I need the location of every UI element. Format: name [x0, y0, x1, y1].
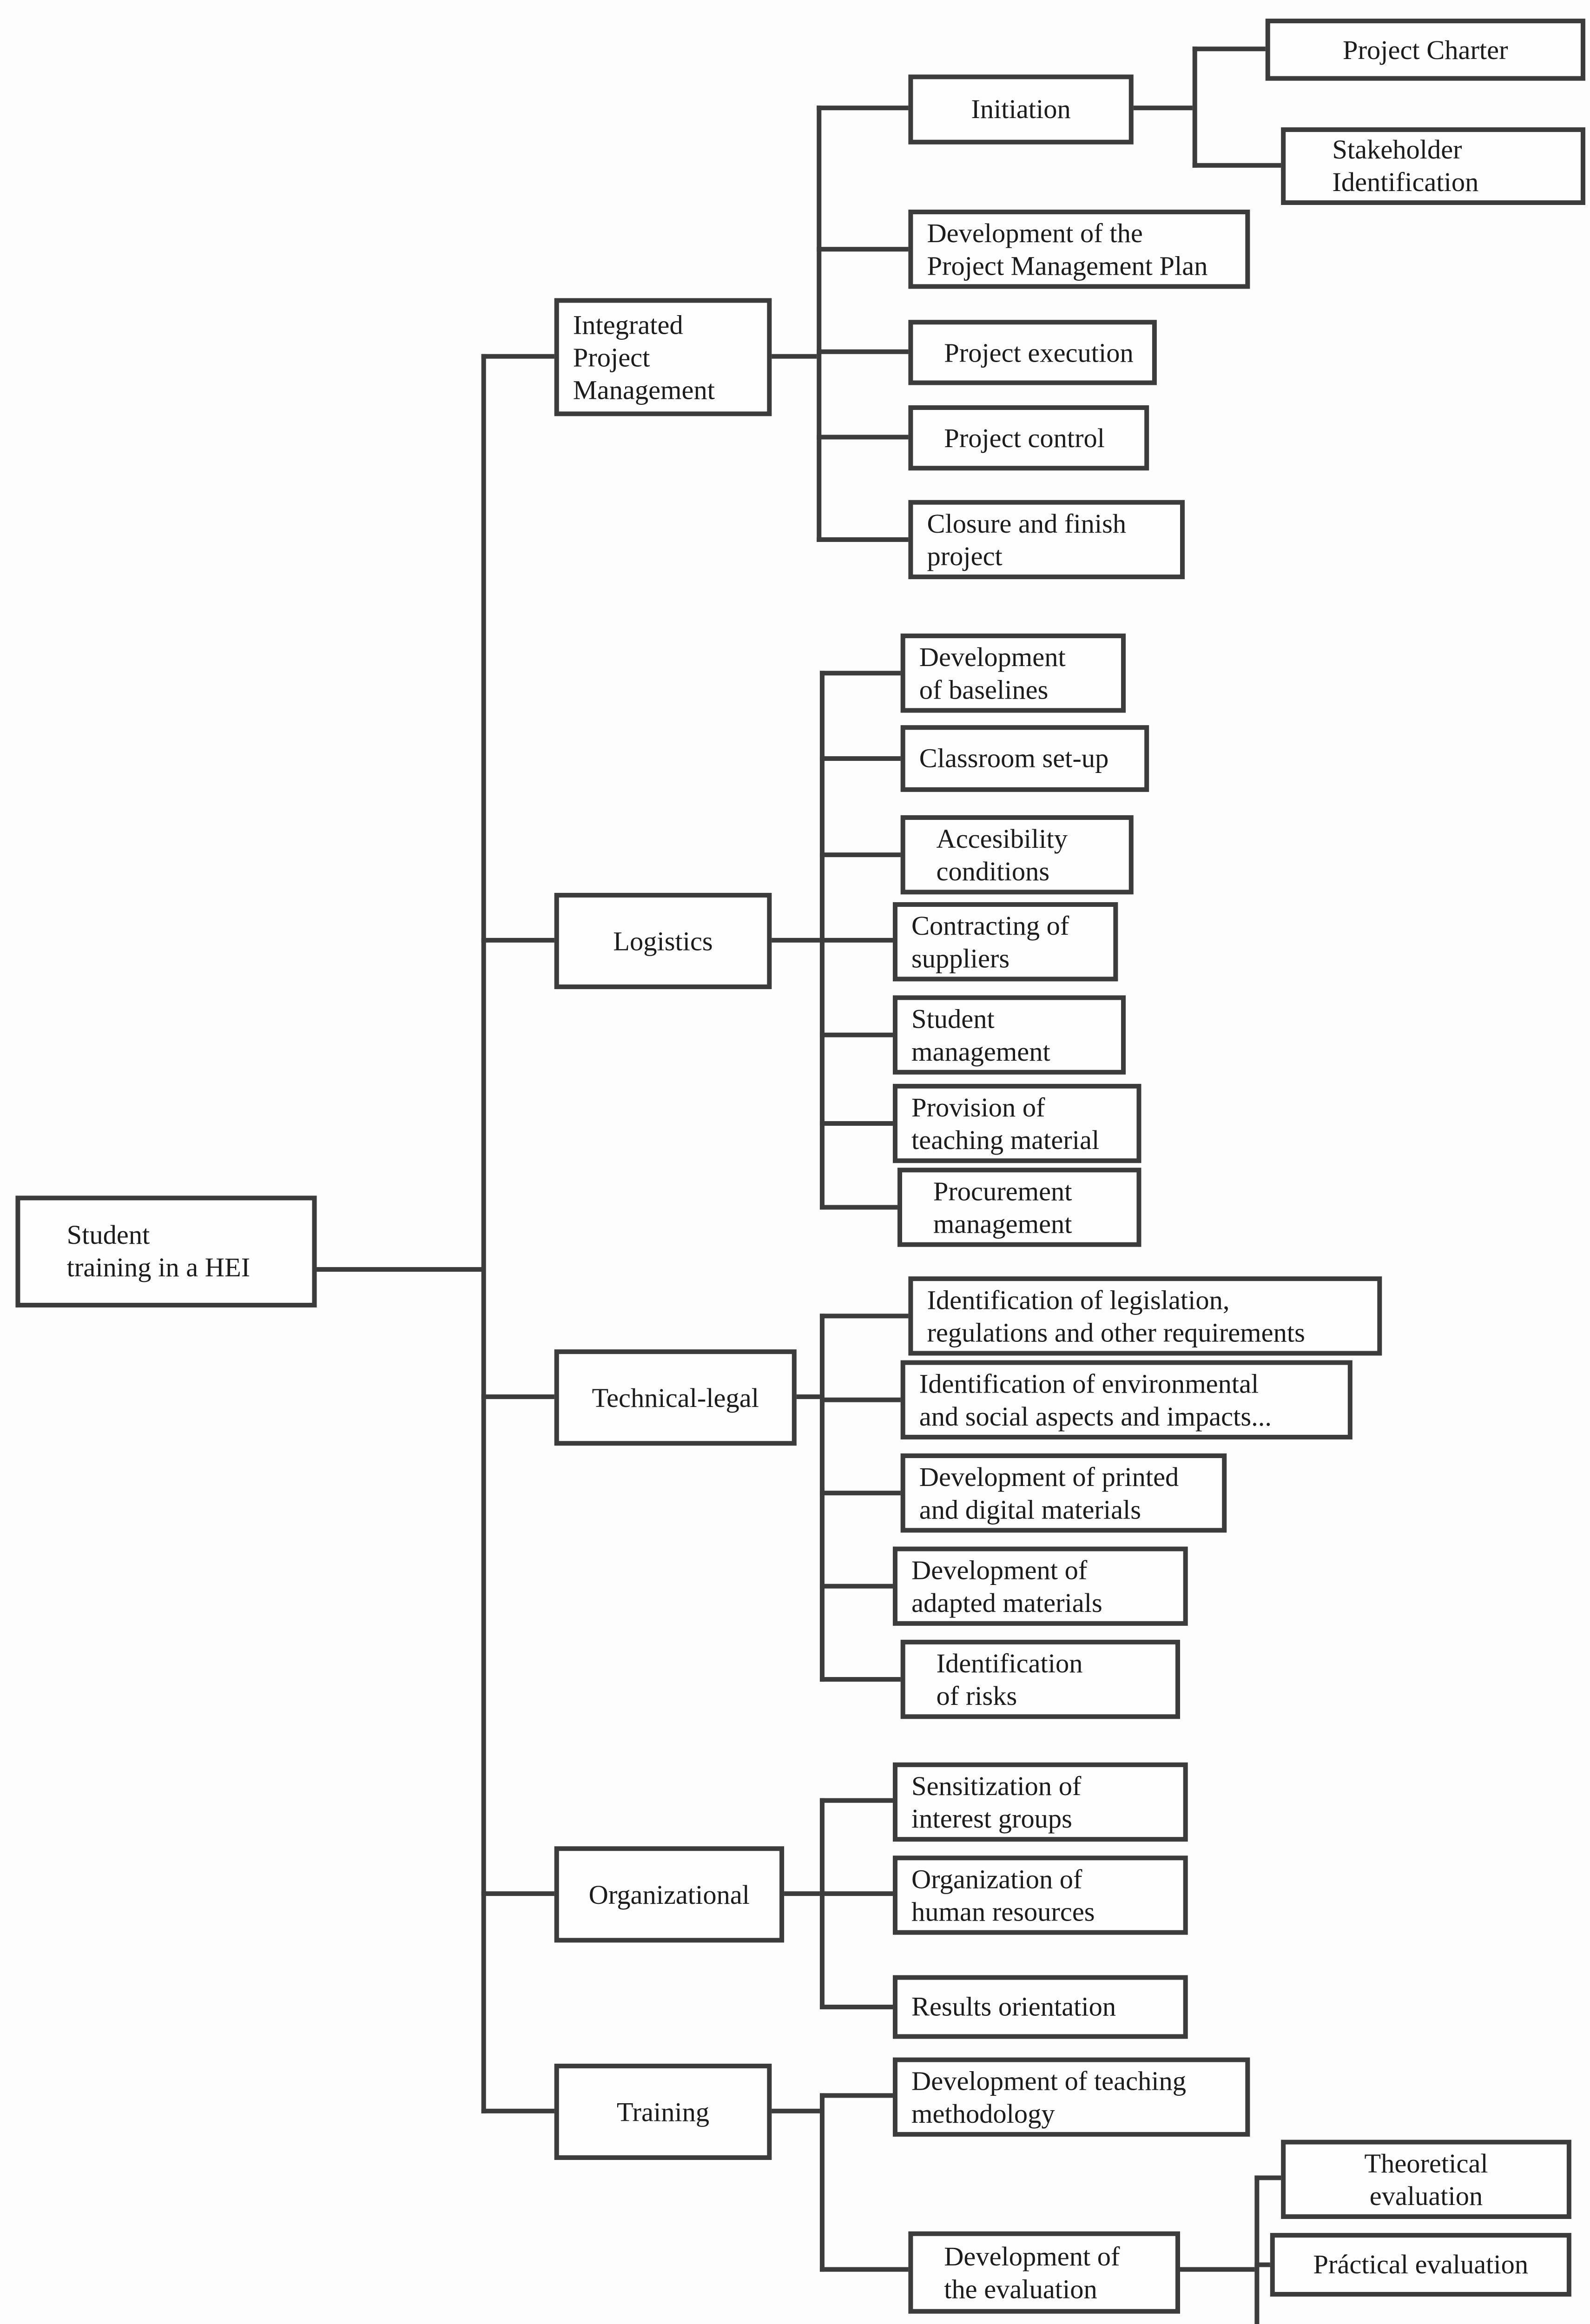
connector-eval-theoretical [1254, 2175, 1281, 2180]
connector-logistics-contracting [819, 938, 893, 943]
node-organizational: Organizational [554, 1846, 785, 1943]
connector-ipm-initiation [817, 106, 909, 111]
node-procurement-management: Procurement management [897, 1168, 1141, 1247]
connector-training-trunk [819, 2093, 825, 2272]
node-initiation: Initiation [908, 74, 1134, 145]
node-development-teaching-methodology: Development of teaching methodology [892, 2057, 1250, 2137]
connector-logistics-provision [819, 1121, 893, 1126]
connector-logistics-baselines [819, 671, 901, 676]
node-theoretical-evaluation: Theoretical evaluation [1281, 2139, 1571, 2219]
node-student-management: Student management [892, 995, 1126, 1075]
node-project-control: Project control [908, 405, 1149, 471]
node-stakeholder-identification: Stakeholder Identification [1281, 127, 1585, 205]
node-identification-legislation: Identification of legislation, regulatio… [908, 1276, 1382, 1356]
connector-logistics-subtrunk [772, 938, 820, 943]
node-results-orientation: Results orientation [892, 1975, 1188, 2039]
connector-logistics-procurement [819, 1205, 897, 1210]
connector-ipm-pm-plan [817, 247, 909, 252]
connector-main-trunk [481, 354, 486, 2113]
connector-evaluation-trunk [1254, 2175, 1260, 2324]
connector-initiation-project-charter [1192, 46, 1266, 52]
connector-trunk-training [481, 2108, 554, 2113]
connector-tl-environmental [819, 1397, 901, 1402]
node-development-printed-digital: Development of printed and digital mater… [900, 1453, 1227, 1533]
connector-ipm-trunk [817, 106, 822, 542]
node-identification-risks: Identification of risks [900, 1639, 1181, 1719]
node-student-training-root: Student training in a HEI [15, 1195, 317, 1307]
connector-logistics-accesibility [819, 852, 901, 858]
connector-tl-risks [819, 1677, 901, 1682]
node-classroom-setup: Classroom set-up [900, 725, 1149, 792]
connector-initiation-subtrunk [1133, 106, 1193, 111]
connector-tl-adapted [819, 1584, 893, 1589]
connector-trunk-ipm [481, 354, 554, 359]
connector-trunk-organizational [481, 1891, 554, 1896]
node-integrated-project-management: Integrated Project Management [554, 298, 772, 416]
connector-organizational-subtrunk [784, 1891, 820, 1896]
connector-ipm-project-execution [817, 349, 909, 354]
connector-eval-practical [1254, 2262, 1270, 2267]
node-development-evaluation: Development of the evaluation [908, 2231, 1181, 2314]
connector-tl-legislation [819, 1314, 909, 1319]
node-technical-legal: Technical-legal [554, 1349, 797, 1446]
connector-trunk-logistics [481, 938, 554, 943]
connector-tl-printed-digital [819, 1491, 901, 1496]
connector-root-trunk [317, 1267, 485, 1272]
connector-ipm-closure [817, 537, 909, 542]
node-development-adapted-materials: Development of adapted materials [892, 1546, 1188, 1626]
node-practical-evaluation: Práctical evaluation [1270, 2233, 1571, 2297]
connector-ipm-subtrunk [772, 354, 817, 359]
connector-trunk-technical-legal [481, 1394, 554, 1400]
node-accesibility-conditions: Accesibility conditions [900, 815, 1134, 895]
node-logistics: Logistics [554, 892, 772, 990]
connector-logistics-student-mgmt [819, 1032, 893, 1037]
node-contracting-suppliers: Contracting of suppliers [892, 902, 1118, 982]
connector-evaluation-subtrunk [1180, 2267, 1255, 2272]
node-sensitization-interest-groups: Sensitization of interest groups [892, 1762, 1188, 1842]
node-identification-environmental: Identification of environmental and soci… [900, 1360, 1352, 1439]
node-development-pm-plan: Development of the Project Management Pl… [908, 210, 1250, 289]
connector-logistics-classroom [819, 756, 901, 761]
connector-technical-legal-subtrunk [796, 1394, 820, 1400]
connector-training-subtrunk [772, 2108, 820, 2113]
node-organization-human-resources: Organization of human resources [892, 1855, 1188, 1935]
node-training: Training [554, 2063, 772, 2160]
node-project-execution: Project execution [908, 320, 1157, 385]
connector-training-evaluation [819, 2267, 909, 2272]
connector-initiation-stakeholder [1192, 163, 1281, 168]
connector-organizational-trunk [819, 1798, 825, 2009]
connector-technical-legal-trunk [819, 1314, 825, 1682]
node-project-charter: Project Charter [1265, 19, 1585, 81]
connector-org-results [819, 2004, 893, 2009]
connector-ipm-project-control [817, 435, 909, 440]
connector-training-methodology [819, 2093, 893, 2098]
node-development-baselines: Development of baselines [900, 634, 1126, 713]
connector-org-sensitization [819, 1798, 893, 1803]
connector-org-human-resources [819, 1891, 893, 1896]
node-provision-teaching-material: Provision of teaching material [892, 1083, 1141, 1163]
node-closure-finish-project: Closure and finish project [908, 500, 1185, 580]
connector-initiation-trunk [1192, 46, 1197, 168]
